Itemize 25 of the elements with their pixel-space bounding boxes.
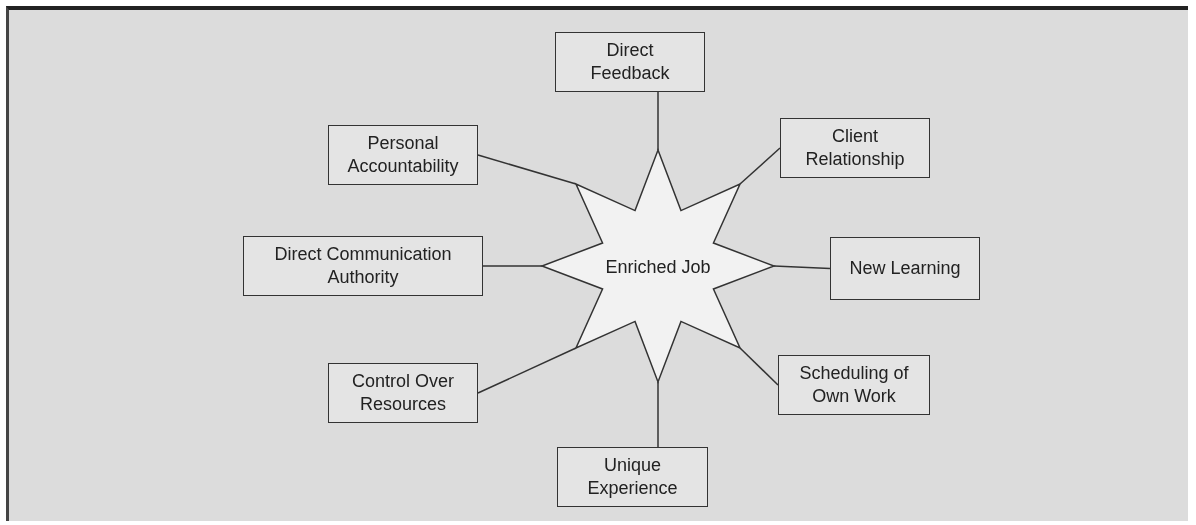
text-box	[778, 355, 930, 415]
connector-line	[477, 347, 577, 394]
connector-line	[657, 381, 659, 448]
connector-line	[739, 347, 779, 386]
box-label: Unique Experience	[586, 454, 679, 500]
box-label: New Learning	[849, 257, 961, 280]
box-label: Control Over Resources	[350, 370, 455, 416]
text-box	[243, 236, 483, 296]
connector-line	[773, 265, 831, 270]
connector-line	[477, 154, 577, 185]
connector-line	[739, 147, 781, 185]
text-box	[555, 32, 705, 92]
connector-line	[482, 265, 543, 267]
text-box	[328, 363, 478, 423]
box-label: Scheduling of Own Work	[798, 362, 910, 408]
box-label: Direct Feedback	[589, 39, 671, 85]
text-box	[780, 118, 930, 178]
text-box	[830, 237, 980, 300]
box-label: Enriched Job	[605, 255, 711, 279]
text-box	[557, 447, 708, 507]
box-label: Direct Communication Authority	[273, 243, 453, 289]
box-label: Personal Accountability	[346, 132, 460, 178]
text-box	[328, 125, 478, 185]
connector-line	[657, 91, 659, 151]
box-label: Client Relationship	[804, 125, 906, 171]
